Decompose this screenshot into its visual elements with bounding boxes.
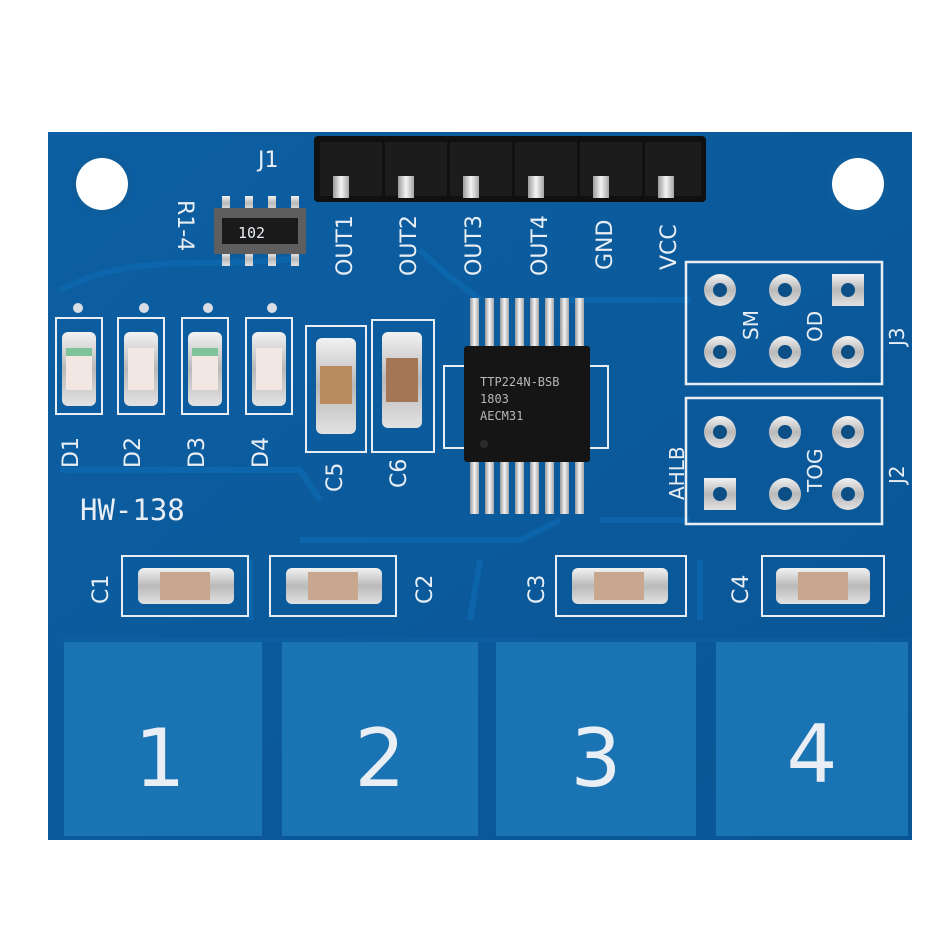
touch-pad-label-3: 3 [571, 712, 622, 805]
pin-label-out3: OUT3 [462, 215, 487, 276]
jumper-label-tog: TOG [803, 449, 827, 493]
jumper-block-j2 [684, 396, 884, 526]
capacitor-c5 [305, 325, 367, 453]
capacitor-c2 [269, 555, 397, 617]
ic-chip [443, 298, 609, 514]
led-d4 [245, 303, 293, 415]
led-d2 [117, 303, 165, 415]
pin-label-out4: OUT4 [528, 215, 553, 276]
cap-label-c3: C3 [525, 575, 550, 604]
header-label: J1 [256, 148, 279, 173]
touch-pad-1 [64, 642, 262, 836]
led-label-d1: D1 [59, 437, 84, 468]
jumper-label-od: OD [803, 311, 827, 342]
touch-pad-label-4: 4 [787, 708, 838, 801]
cap-label-c4: C4 [729, 575, 754, 604]
led-d1 [55, 303, 103, 415]
copper-traces [58, 247, 910, 642]
chip-marking-line1: TTP224N-BSB [480, 375, 559, 389]
jumper-label-ahlb: AHLB [665, 446, 689, 500]
touch-pad-4 [716, 642, 908, 836]
header-pins [333, 176, 674, 198]
pin-label-gnd: GND [593, 220, 618, 270]
jumper-block-label-j2: J2 [885, 465, 909, 486]
touch-pad-3 [496, 642, 696, 836]
pin-label-out2: OUT2 [397, 215, 422, 276]
touch-pad-2 [282, 642, 478, 836]
cap-label-c2: C2 [413, 575, 438, 604]
touch-pad-label-1: 1 [135, 712, 186, 805]
touch-pad-label-2: 2 [355, 712, 406, 805]
touch-pads [64, 642, 908, 836]
pin-label-vcc: VCC [657, 224, 682, 270]
resistor-code: 102 [238, 224, 265, 242]
capacitor-c3 [555, 555, 687, 617]
jumper-label-sm: SM [739, 310, 763, 340]
model-label: HW-138 [80, 493, 185, 527]
jumper-block-j3 [684, 260, 884, 386]
chip-marking-line2: 1803 [480, 392, 509, 406]
pin-header-j1 [314, 136, 706, 202]
pin-label-out1: OUT1 [333, 215, 358, 276]
led-d3 [181, 303, 229, 415]
resistor-label: R1-4 [172, 200, 197, 251]
resistor-array [214, 196, 306, 266]
cap-label-c6: C6 [387, 459, 412, 488]
jumper-block-label-j3: J3 [885, 327, 909, 348]
cap-label-c5: C5 [323, 463, 348, 492]
led-label-d2: D2 [121, 437, 146, 468]
chip-marking-line3: AECM31 [480, 409, 523, 423]
cap-label-c1: C1 [89, 575, 114, 604]
capacitor-c4 [761, 555, 885, 617]
led-label-d3: D3 [185, 437, 210, 468]
led-label-d4: D4 [249, 437, 274, 468]
capacitor-c1 [121, 555, 249, 617]
capacitor-c6 [371, 319, 435, 453]
